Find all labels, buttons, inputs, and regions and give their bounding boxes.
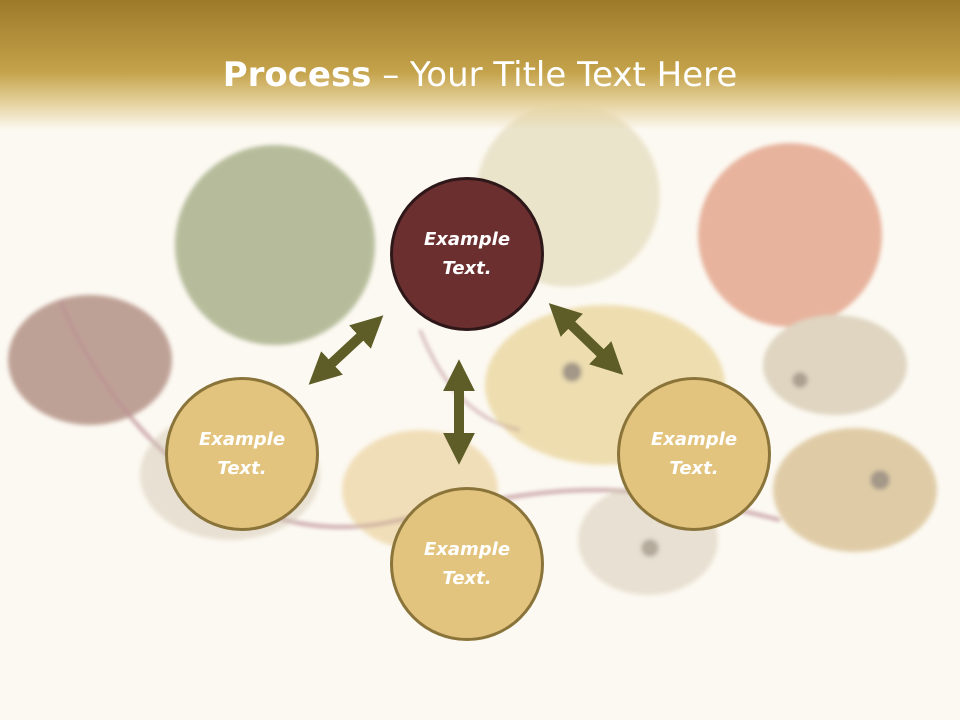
right-top-button	[763, 315, 907, 415]
node-label-bottom: Example Text.	[423, 539, 511, 589]
title-bar	[0, 0, 960, 130]
green-yarn-ball	[175, 145, 375, 345]
process-node-bottom[interactable]: Example Text.	[390, 487, 544, 641]
process-node-left[interactable]: Example Text.	[165, 377, 319, 531]
arrow-top-left	[308, 315, 384, 385]
arrow-top-right	[548, 303, 624, 375]
process-node-right[interactable]: Example Text.	[617, 377, 771, 531]
node-label-right: Example Text.	[650, 429, 738, 479]
node-label-top: Example Text.	[423, 229, 511, 279]
process-node-top[interactable]: Example Text.	[390, 177, 544, 331]
title-bold: Process	[222, 55, 372, 95]
red-yarn-ball	[698, 143, 882, 327]
slide-title: Process – Your Title Text Here	[0, 52, 960, 98]
right-bottom-button	[773, 428, 937, 552]
title-rest: – Your Title Text Here	[371, 55, 738, 95]
node-label-left: Example Text.	[198, 429, 286, 479]
